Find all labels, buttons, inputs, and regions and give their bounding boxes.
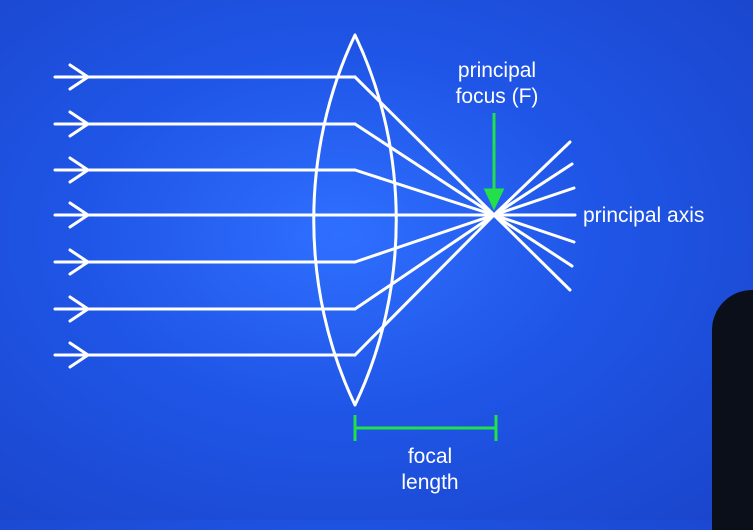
principal-focus-label: principal focus (F) <box>432 58 562 110</box>
principal-axis-label: principal axis <box>583 204 705 227</box>
arrowhead-icon <box>68 63 90 91</box>
focal-label-line1: focal <box>407 445 453 468</box>
focal-label-line2: length <box>401 471 459 494</box>
arrowhead-icon <box>68 156 90 184</box>
arrowhead-icon <box>68 295 90 323</box>
focus-label-line1: principal <box>457 59 537 82</box>
arrowhead-icon <box>68 110 90 138</box>
arrow-down-icon <box>483 188 505 211</box>
refracted-ray-3 <box>353 168 576 244</box>
arrowhead-icon <box>68 248 90 276</box>
focus-label-line2: focus (F) <box>455 85 539 108</box>
refracted-ray-7 <box>353 140 572 357</box>
convex-lens <box>312 33 398 407</box>
presenter-silhouette <box>712 290 753 530</box>
refracted-ray-5 <box>353 186 576 264</box>
focal-length-label: focal length <box>370 444 490 496</box>
arrowhead-icon <box>68 201 90 229</box>
arrowhead-icon <box>68 341 90 369</box>
